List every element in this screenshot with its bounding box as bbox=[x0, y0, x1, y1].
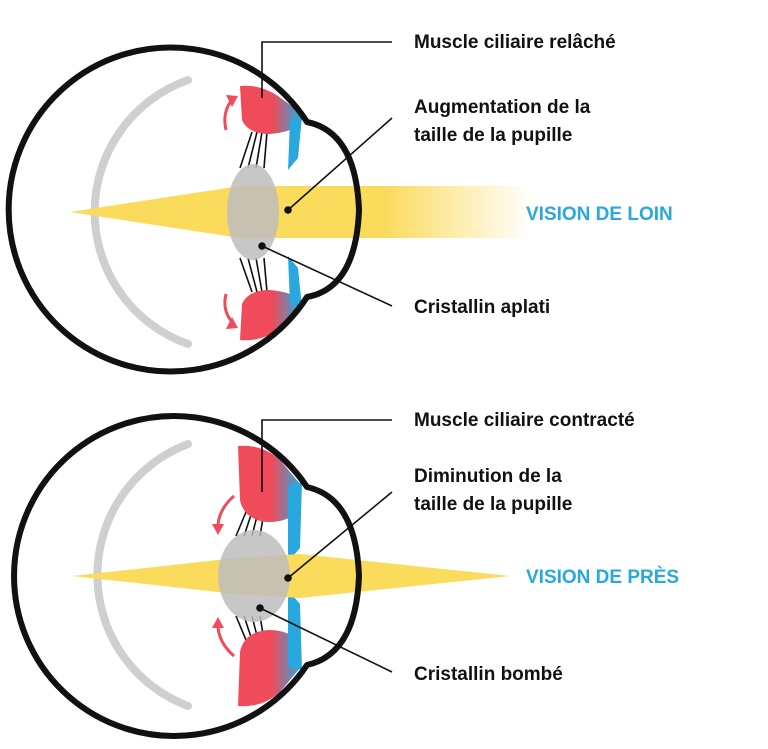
near-pupil-label-line1: Diminution de la bbox=[414, 466, 562, 487]
far-iris-top bbox=[288, 116, 302, 170]
rotation-arrowhead-icon bbox=[226, 95, 238, 329]
near-ciliary-muscle-top bbox=[238, 445, 300, 522]
near-lens-bulged bbox=[218, 530, 290, 622]
far-pupil-label-line2: taille de la pupille bbox=[414, 125, 572, 146]
far-lens-flat bbox=[227, 164, 279, 260]
near-iris-top bbox=[288, 482, 302, 562]
far-callout-lines bbox=[258, 41, 393, 307]
near-muscle-label: Muscle ciliaire contracté bbox=[414, 410, 635, 431]
far-zonule-fibers bbox=[239, 131, 268, 293]
near-vision-label: VISION DE PRÈS bbox=[526, 566, 679, 588]
near-pupil-label-line2: taille de la pupille bbox=[414, 494, 572, 515]
far-eye-outline bbox=[5, 44, 362, 375]
far-iris-bottom bbox=[288, 256, 302, 308]
far-ciliary-muscle-bottom bbox=[240, 290, 300, 341]
far-light-beam bbox=[70, 186, 532, 238]
rotation-arrowhead-icon bbox=[212, 524, 224, 628]
near-callout-lines bbox=[256, 419, 393, 673]
far-vision-eye bbox=[5, 44, 532, 375]
near-ciliary-muscle-bottom bbox=[238, 630, 300, 707]
near-lens-label: Cristallin bombé bbox=[414, 664, 563, 685]
far-muscle-label: Muscle ciliaire relâché bbox=[414, 32, 616, 53]
far-pupil-label-line1: Augmentation de la bbox=[414, 97, 591, 118]
far-lens-label: Cristallin aplati bbox=[414, 297, 550, 318]
far-ciliary-muscle-top bbox=[240, 85, 300, 134]
near-eye-outline bbox=[11, 413, 362, 739]
far-vision-label: VISION DE LOIN bbox=[526, 204, 673, 225]
near-iris-bottom bbox=[288, 590, 302, 670]
rotation-arrow-icon bbox=[216, 494, 235, 658]
